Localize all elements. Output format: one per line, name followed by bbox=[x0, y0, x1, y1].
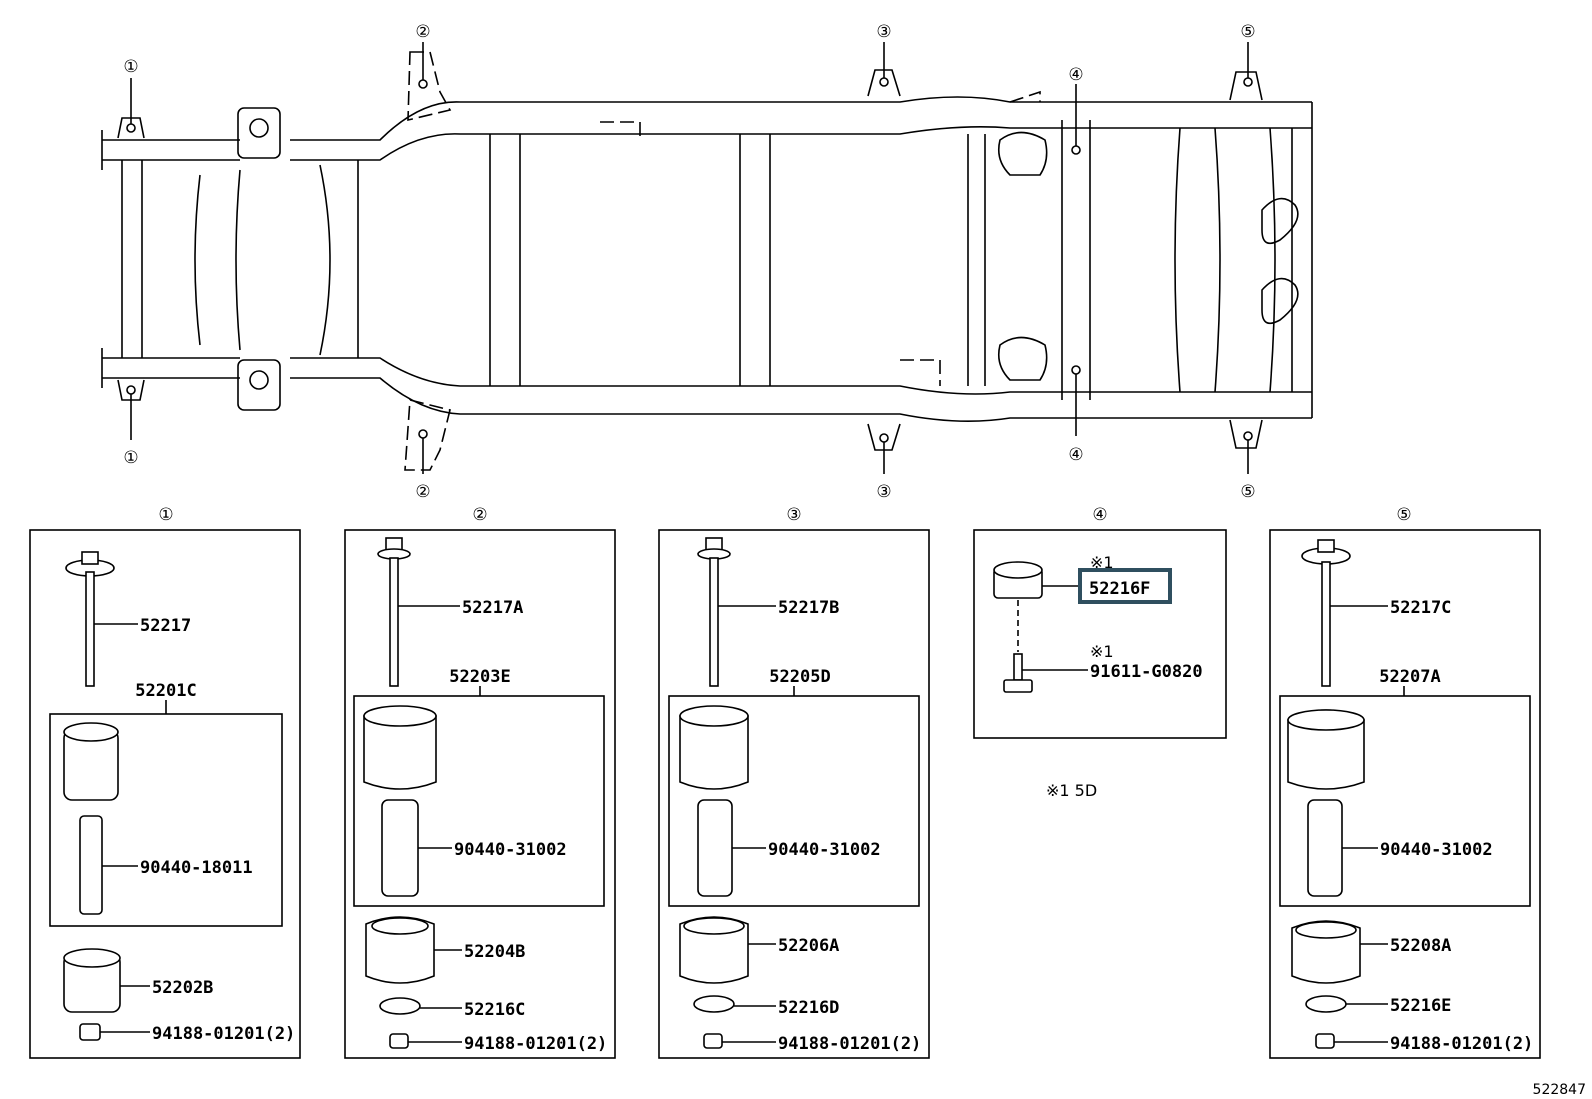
callout-3-bottom: ③ bbox=[876, 482, 891, 502]
g1-lower-label: 52202B bbox=[152, 978, 213, 998]
group-5-panel: ⑤ 52217C 52207A 90440-31002 52208A 52216… bbox=[1269, 505, 1541, 1059]
g1-sleeve-label: 90440-18011 bbox=[140, 858, 253, 878]
footnote: ※1 5D bbox=[1046, 781, 1097, 800]
g4-cushion-mark: ※1 bbox=[1090, 553, 1114, 572]
g5-nut-label: 94188-01201(2) bbox=[1390, 1034, 1533, 1054]
g4-bolt-label: 91611-G0820 bbox=[1090, 662, 1203, 682]
callout-1-bottom: ① bbox=[123, 448, 138, 468]
group-1-panel: ① 52217 52201C 90440-18011 52202B 94188-… bbox=[29, 505, 301, 1059]
g4-cushion-highlight[interactable] bbox=[1078, 568, 1172, 604]
group-5-heading: ⑤ bbox=[1396, 505, 1411, 525]
g1-nut-label: 94188-01201(2) bbox=[152, 1024, 295, 1044]
diagram-id: 522847 bbox=[1533, 1082, 1586, 1098]
callout-1-top: ① bbox=[123, 57, 138, 77]
g5-bolt-label: 52217C bbox=[1390, 598, 1451, 618]
group-2-panel: ② 52217A 52203E 90440-31002 52204B 52216… bbox=[344, 505, 616, 1059]
g5-washer-label: 52216E bbox=[1390, 996, 1451, 1016]
g2-set-label: 52203E bbox=[449, 667, 510, 687]
g3-nut-label: 94188-01201(2) bbox=[778, 1034, 921, 1054]
g5-sleeve-label: 90440-31002 bbox=[1380, 840, 1493, 860]
g4-cushion-label[interactable]: 52216F bbox=[1089, 579, 1150, 599]
group-1-heading: ① bbox=[158, 505, 173, 525]
g4-bolt-mark: ※1 bbox=[1090, 642, 1114, 661]
frame-callouts: ① ① ② ② ③ ③ ④ ④ ⑤ ⑤ bbox=[123, 22, 1255, 502]
callout-4-bottom: ④ bbox=[1068, 445, 1083, 465]
g3-washer-label: 52216D bbox=[778, 998, 839, 1018]
g3-bolt-label: 52217B bbox=[778, 598, 839, 618]
callout-4-top: ④ bbox=[1068, 65, 1083, 85]
g2-sleeve-label: 90440-31002 bbox=[454, 840, 567, 860]
group-4-heading: ④ bbox=[1092, 505, 1107, 525]
g1-set-label: 52201C bbox=[135, 681, 196, 701]
g2-lower-label: 52204B bbox=[464, 942, 525, 962]
g3-lower-label: 52206A bbox=[778, 936, 839, 956]
group-2-heading: ② bbox=[472, 505, 487, 525]
frame-callout-leaders bbox=[130, 42, 1249, 474]
group-3-panel: ③ 52217B 52205D 90440-31002 52206A 52216… bbox=[658, 505, 930, 1059]
group-4-panel: ④ ※1 52216F ※1 91611-G0820 bbox=[973, 505, 1227, 739]
g2-nut-label: 94188-01201(2) bbox=[464, 1034, 607, 1054]
g2-bolt-label: 52217A bbox=[462, 598, 523, 618]
callout-2-bottom: ② bbox=[415, 482, 430, 502]
g1-bolt-label: 52217 bbox=[140, 616, 191, 636]
callout-5-bottom: ⑤ bbox=[1240, 482, 1255, 502]
callout-3-top: ③ bbox=[876, 22, 891, 42]
vehicle-frame bbox=[101, 51, 1313, 471]
g3-set-label: 52205D bbox=[769, 667, 830, 687]
group-3-heading: ③ bbox=[786, 505, 801, 525]
g5-set-label: 52207A bbox=[1379, 667, 1440, 687]
g3-sleeve-label: 90440-31002 bbox=[768, 840, 881, 860]
g2-washer-label: 52216C bbox=[464, 1000, 525, 1020]
g5-lower-label: 52208A bbox=[1390, 936, 1451, 956]
callout-5-top: ⑤ bbox=[1240, 22, 1255, 42]
callout-2-top: ② bbox=[415, 22, 430, 42]
